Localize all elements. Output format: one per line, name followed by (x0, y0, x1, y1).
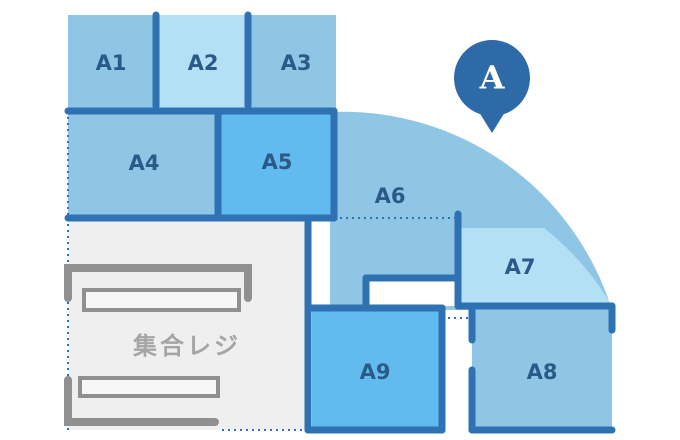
notch-gap (368, 278, 458, 306)
label-a6: A6 (375, 184, 406, 208)
label-a5: A5 (262, 150, 293, 174)
register-counter (64, 264, 252, 426)
dotted-boundaries (67, 111, 472, 431)
area-a3[interactable] (248, 15, 336, 111)
area-a8[interactable] (472, 306, 612, 430)
label-a3: A3 (281, 51, 312, 75)
area-a9[interactable] (312, 308, 442, 430)
pin-letter: A (479, 59, 506, 97)
area-a1[interactable] (68, 15, 156, 111)
register-label: 集合レジ (132, 332, 241, 360)
corridor-gap (442, 310, 472, 430)
location-pin-icon[interactable]: A (454, 40, 530, 133)
area-a5[interactable] (218, 111, 334, 218)
label-a1: A1 (96, 51, 127, 75)
label-a7: A7 (505, 255, 536, 279)
area-a2[interactable] (156, 15, 248, 111)
label-a2: A2 (188, 51, 219, 75)
label-a9: A9 (360, 360, 391, 384)
area-a7[interactable] (458, 228, 612, 306)
walls (64, 11, 616, 434)
area-a4[interactable] (68, 111, 218, 218)
register-floor (68, 218, 308, 430)
label-a4: A4 (129, 151, 160, 175)
label-a8: A8 (527, 360, 558, 384)
